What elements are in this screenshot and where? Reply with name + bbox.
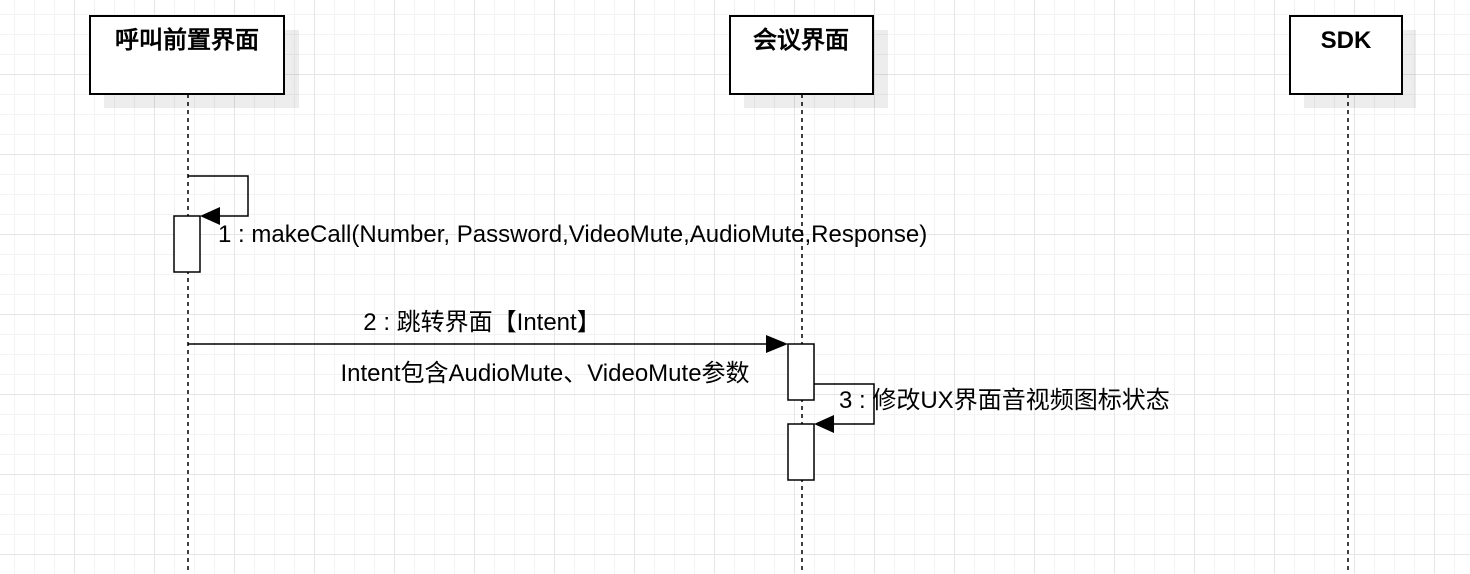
participant-conf-ui-box[interactable] [729,15,874,95]
message-3-label: 3 : 修改UX界面音视频图标状态 [839,387,1170,414]
participant-sdk[interactable]: SDK [1289,15,1416,108]
message-2-note: Intent包含AudioMute、VideoMute参数 [340,360,749,387]
message-3[interactable]: 3 : 修改UX界面音视频图标状态 [814,383,1170,433]
message-1-arrowhead [200,207,220,225]
message-2-label: 2 : 跳转界面【Intent】 [363,309,600,336]
message-1[interactable]: 1 : makeCall(Number, Password,VideoMute,… [188,175,927,248]
message-3-arrowhead [814,415,834,433]
message-1-line[interactable] [188,175,249,217]
message-3-line[interactable] [814,383,875,425]
participant-call-ui-box[interactable] [89,15,285,95]
participant-conf-ui[interactable]: 会议界面 [729,15,888,108]
activation-conf-ui-1[interactable] [787,343,815,401]
message-2[interactable]: 2 : 跳转界面【Intent】 Intent包含AudioMute、Video… [188,309,788,387]
participant-call-ui-title: 呼叫前置界面 [115,26,259,54]
activation-call-ui[interactable] [173,215,201,273]
activation-conf-ui-2[interactable] [787,423,815,481]
message-2-arrowhead [766,335,788,353]
participant-sdk-box[interactable] [1289,15,1403,95]
participant-call-ui[interactable]: 呼叫前置界面 [89,15,299,108]
participant-conf-ui-title: 会议界面 [753,26,849,54]
message-1-label: 1 : makeCall(Number, Password,VideoMute,… [218,221,927,248]
participant-sdk-title: SDK [1321,27,1372,54]
